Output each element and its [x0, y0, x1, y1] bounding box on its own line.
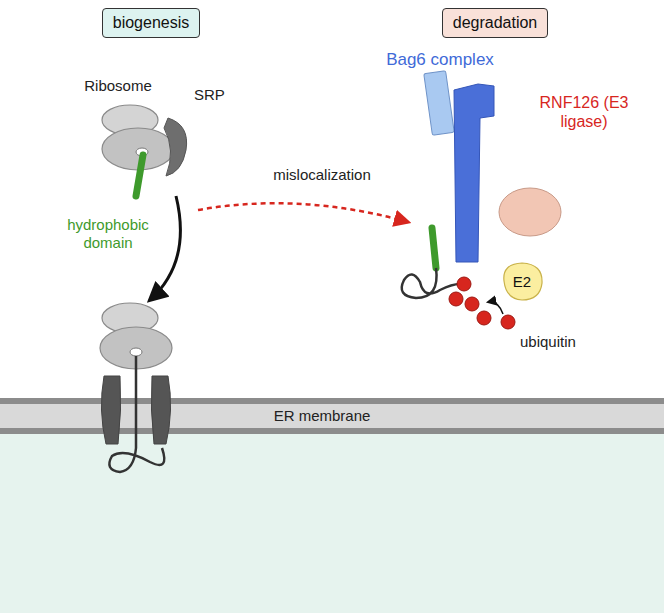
enzyme-label: RNF126 (E3 ligase) [534, 93, 634, 131]
node-label: degradation [453, 14, 538, 32]
node-label: biogenesis [113, 14, 190, 32]
er-lumen [0, 432, 664, 613]
arrow-label: mislocalization [247, 166, 397, 184]
node-label: E2 [513, 273, 531, 290]
part-label: Ribosome [58, 77, 178, 95]
membrane-leaflet [0, 428, 664, 434]
ribosome-srp [102, 105, 187, 196]
hydrophobic-domain [136, 155, 143, 196]
hydrophobic-domain [432, 228, 436, 268]
ubiquitin-chain [449, 277, 491, 325]
domain-label: hydrophobic domain [56, 216, 160, 252]
transfer-arrow [488, 302, 503, 314]
part-label: SRP [194, 86, 254, 104]
membrane-leaflet [0, 398, 664, 404]
mislocalization-arrow [198, 203, 408, 222]
er-membrane [0, 398, 664, 434]
membrane-label: ER membrane [252, 407, 392, 425]
section-header: degradation [442, 8, 549, 38]
ribosome-translocon [100, 303, 172, 472]
section-header: biogenesis [102, 8, 201, 38]
e2-enzyme: E2 [498, 260, 546, 302]
part-label: ubiquitin [520, 333, 620, 351]
rnf126-shape [499, 188, 561, 236]
ubiquitin-on-e2 [501, 315, 515, 329]
targeting-arrow [150, 196, 180, 300]
complex-label: Bag6 complex [370, 50, 510, 70]
